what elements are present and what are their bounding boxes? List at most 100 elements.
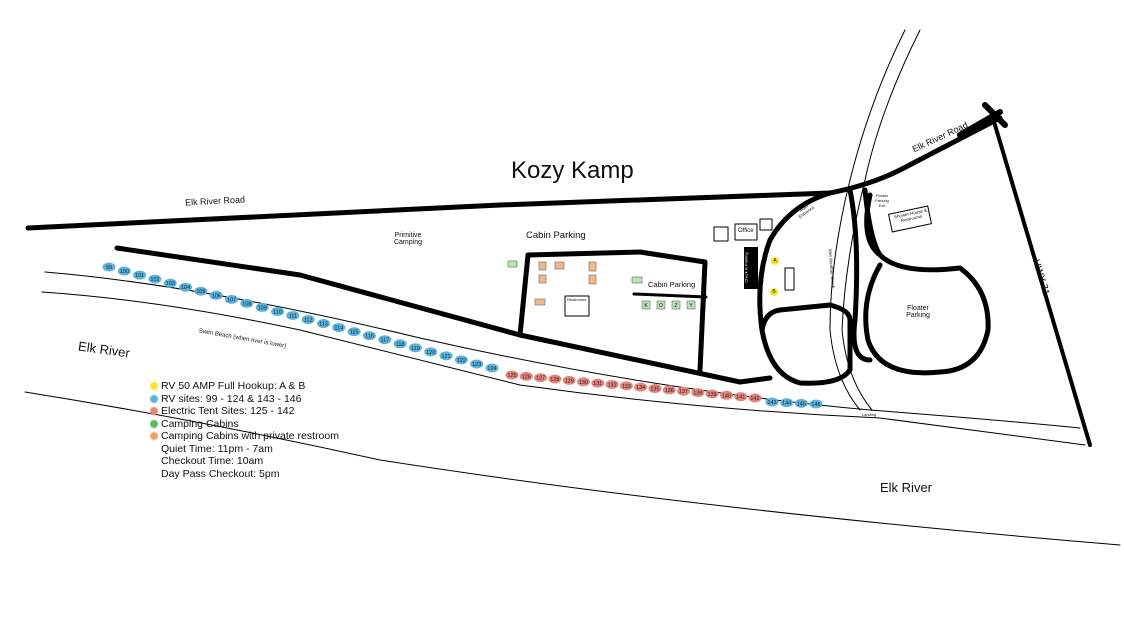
- cabin-with-restroom[interactable]: [538, 274, 547, 284]
- camping-cabin-O[interactable]: [656, 300, 666, 310]
- campsite-101[interactable]: 101: [133, 270, 147, 280]
- campsite-112[interactable]: 112: [301, 315, 315, 325]
- legend-item: Checkout Time: 10am: [150, 455, 339, 468]
- campsite-marker: [634, 382, 648, 392]
- campsite-104[interactable]: 104: [179, 282, 193, 292]
- campsite-122[interactable]: 122: [454, 355, 468, 365]
- campsite-marker: [562, 375, 576, 385]
- cabin-parking-small-label: Cabin Parking: [648, 280, 696, 289]
- campsite-marker: [316, 319, 330, 329]
- campsite-99[interactable]: 99: [102, 262, 116, 272]
- campsite-number: 123: [472, 362, 481, 368]
- hookup-a[interactable]: A: [771, 257, 779, 265]
- campsite-number: 119: [411, 346, 420, 352]
- campsite-128[interactable]: 128: [548, 374, 562, 384]
- campsite-number: 144: [782, 401, 791, 407]
- campsite-119[interactable]: 119: [408, 343, 422, 353]
- campsite-105[interactable]: 105: [194, 286, 208, 296]
- campsite-109[interactable]: 109: [255, 302, 269, 312]
- campsite-137[interactable]: 137: [677, 386, 691, 396]
- campground-road: [114, 245, 773, 385]
- campsite-118[interactable]: 118: [393, 339, 407, 349]
- camping-cabin-Y[interactable]: [686, 300, 696, 310]
- campsite-number: 124: [487, 366, 496, 372]
- legend-color-dot: [150, 394, 158, 403]
- campsite-102[interactable]: 102: [148, 274, 162, 284]
- campsite-number: 106: [212, 293, 221, 299]
- cabin-letter: O: [659, 303, 663, 309]
- cabin-with-restroom[interactable]: [554, 261, 565, 270]
- campsite-125[interactable]: 125: [505, 370, 519, 380]
- campsite-108[interactable]: 108: [240, 298, 254, 308]
- cabin-with-restroom[interactable]: [588, 261, 597, 272]
- campsite-124[interactable]: 124: [485, 363, 499, 373]
- campsite-120[interactable]: 120: [424, 347, 438, 357]
- campsite-142[interactable]: 142: [748, 393, 762, 403]
- campsite-110[interactable]: 110: [271, 306, 285, 316]
- campsite-146[interactable]: 146: [809, 399, 823, 409]
- campsite-marker: [691, 388, 705, 398]
- campsite-number: 143: [767, 400, 776, 406]
- campsite-138[interactable]: 138: [691, 388, 705, 398]
- campsite-130[interactable]: 130: [576, 377, 590, 387]
- campsite-113[interactable]: 113: [316, 319, 330, 329]
- legend-text: RV 50 AMP Full Hookup: A & B: [161, 380, 306, 392]
- campsite-marker: [378, 335, 392, 345]
- campsite-number: 121: [441, 354, 450, 360]
- cabin-with-restroom[interactable]: [538, 261, 547, 271]
- campsite-140[interactable]: 140: [719, 390, 733, 400]
- camping-cabin-K[interactable]: [641, 300, 651, 310]
- campsite-141[interactable]: 141: [734, 392, 748, 402]
- campsite-107[interactable]: 107: [225, 294, 239, 304]
- campsite-135[interactable]: 135: [648, 384, 662, 394]
- swim-beach-edge: [41, 291, 1086, 446]
- campsite-number: 99: [106, 265, 112, 271]
- campsite-123[interactable]: 123: [470, 359, 484, 369]
- campsite-115[interactable]: 115: [347, 327, 361, 337]
- campsite-111[interactable]: 111: [286, 310, 300, 320]
- campsite-marker: [209, 290, 223, 300]
- campsites: 9910010110210310410510610710810911011111…: [102, 262, 823, 409]
- campsite-121[interactable]: 121: [439, 351, 453, 361]
- campsite-marker: [332, 323, 346, 333]
- campsite-143[interactable]: 143: [765, 397, 779, 407]
- campsite-number: 146: [811, 402, 820, 408]
- campsite-number: 126: [522, 374, 531, 380]
- legend-color-dot: [150, 407, 158, 416]
- campsite-131[interactable]: 131: [591, 378, 605, 388]
- campsite-103[interactable]: 103: [163, 278, 177, 288]
- cabin-with-restroom[interactable]: [588, 274, 597, 285]
- campsite-106[interactable]: 106: [209, 290, 223, 300]
- cabin-letter: Z: [674, 303, 677, 309]
- camping-cabin[interactable]: [631, 276, 643, 284]
- campsite-117[interactable]: 117: [378, 335, 392, 345]
- campsite-number: 108: [242, 301, 251, 307]
- campsite-number: 145: [797, 401, 806, 407]
- campsite-114[interactable]: 114: [332, 323, 346, 333]
- campsite-number: 102: [150, 277, 159, 283]
- campsite-133[interactable]: 133: [619, 381, 633, 391]
- campsite-126[interactable]: 126: [519, 371, 533, 381]
- campsite-134[interactable]: 134: [634, 382, 648, 392]
- campsite-number: 115: [350, 330, 359, 336]
- hookup-b[interactable]: B: [770, 288, 778, 296]
- campsite-129[interactable]: 129: [562, 375, 576, 385]
- campsite-number: 130: [579, 380, 588, 386]
- campsite-marker: [705, 389, 719, 399]
- camping-cabin-Z[interactable]: [671, 300, 681, 310]
- cabin-with-restroom[interactable]: [534, 298, 546, 306]
- campsite-127[interactable]: 127: [534, 373, 548, 383]
- campsite-145[interactable]: 145: [794, 398, 808, 408]
- campsite-116[interactable]: 116: [362, 331, 376, 341]
- campsite-marker: [591, 378, 605, 388]
- camping-cabin[interactable]: [507, 260, 518, 268]
- campsite-100[interactable]: 100: [117, 266, 131, 276]
- campsite-144[interactable]: 144: [780, 398, 794, 408]
- campsite-136[interactable]: 136: [662, 385, 676, 395]
- campsite-132[interactable]: 132: [605, 379, 619, 389]
- floater-parking-label: Floater Parking: [906, 305, 930, 319]
- elk-river-road-east: [957, 102, 1008, 138]
- campsite-marker: [534, 373, 548, 383]
- campsite-139[interactable]: 139: [705, 389, 719, 399]
